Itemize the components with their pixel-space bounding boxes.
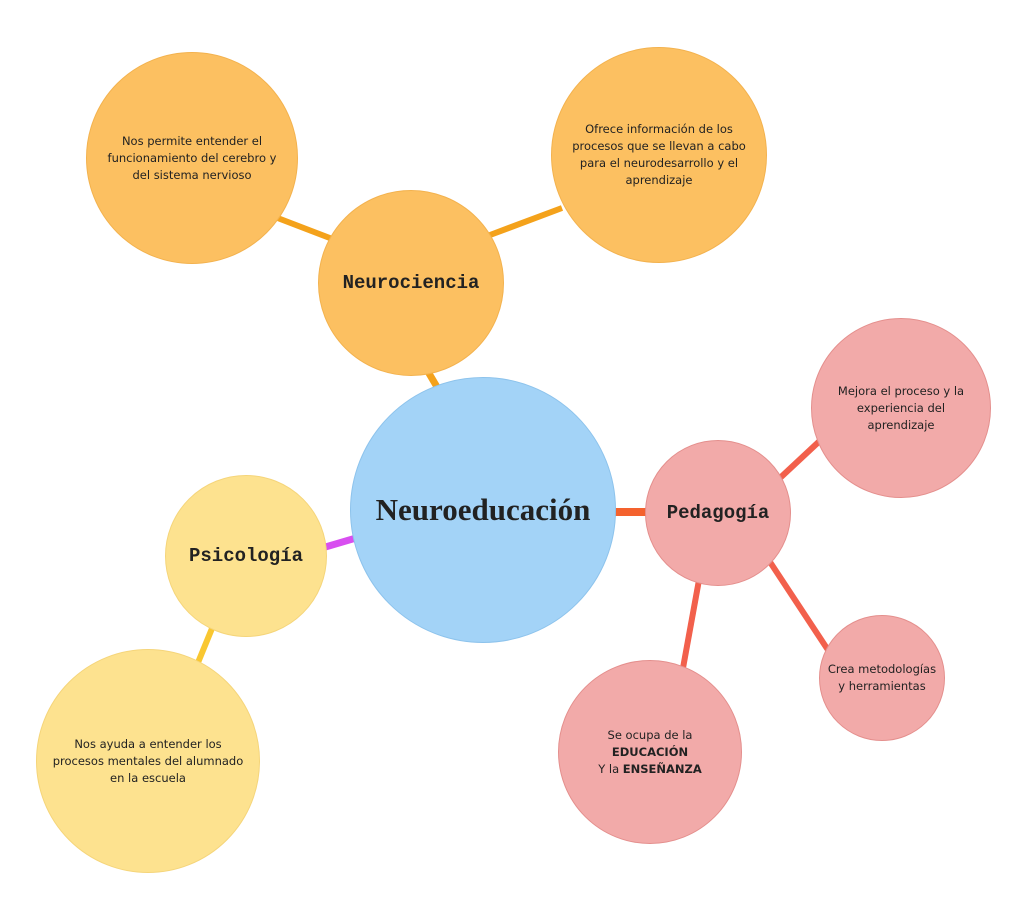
link-neurociencia-informacion: [488, 205, 564, 238]
link-psicologia-ayuda: [194, 624, 216, 667]
text-part: Se ocupa de la: [607, 727, 693, 742]
node-text: Mejora el proceso y la experiencia del a…: [837, 383, 965, 432]
node-label: Pedagogía: [666, 502, 770, 524]
link-pedagogia-crea: [767, 560, 831, 652]
central-topic: Neuroeducación: [375, 492, 591, 527]
node-pedagogia: Pedagogía: [645, 440, 791, 586]
node-neurociencia: Neurociencia: [318, 190, 504, 376]
node-funcionamiento-cerebro: Nos permite entender el funcionamiento d…: [86, 52, 298, 264]
link-center-psicologia: [321, 534, 357, 552]
node-crea: Crea metodologías y herramientas: [819, 615, 945, 741]
node-procesos-mentales: Nos ayuda a entender los procesos mental…: [36, 649, 260, 873]
text-emphasis: EDUCACIÓN: [611, 744, 689, 759]
link-pedagogia-ocupa: [680, 579, 702, 669]
node-text: Nos ayuda a entender los procesos mental…: [52, 736, 244, 785]
node-label: Psicología: [188, 545, 304, 567]
node-neuroeducacion: Neuroeducación: [350, 377, 616, 643]
node-psicologia: Psicología: [165, 475, 327, 637]
node-text: Se ocupa de la EDUCACIÓN Y la ENSEÑANZA: [573, 727, 727, 778]
node-text: Ofrece información de los procesos que s…: [572, 122, 746, 187]
text-emphasis: ENSEÑANZA: [622, 761, 702, 776]
link-neurociencia-funcionamiento: [273, 214, 337, 243]
node-mejora: Mejora el proceso y la experiencia del a…: [811, 318, 991, 498]
node-text: Crea metodologías y herramientas: [827, 662, 937, 693]
node-se-ocupa: Se ocupa de la EDUCACIÓN Y la ENSEÑANZA: [558, 660, 742, 844]
text-part: Y la: [598, 761, 620, 776]
node-label: Neurociencia: [342, 272, 480, 294]
node-informacion-procesos: Ofrece información de los procesos que s…: [551, 47, 767, 263]
node-text: Nos permite entender el funcionamiento d…: [107, 133, 277, 182]
